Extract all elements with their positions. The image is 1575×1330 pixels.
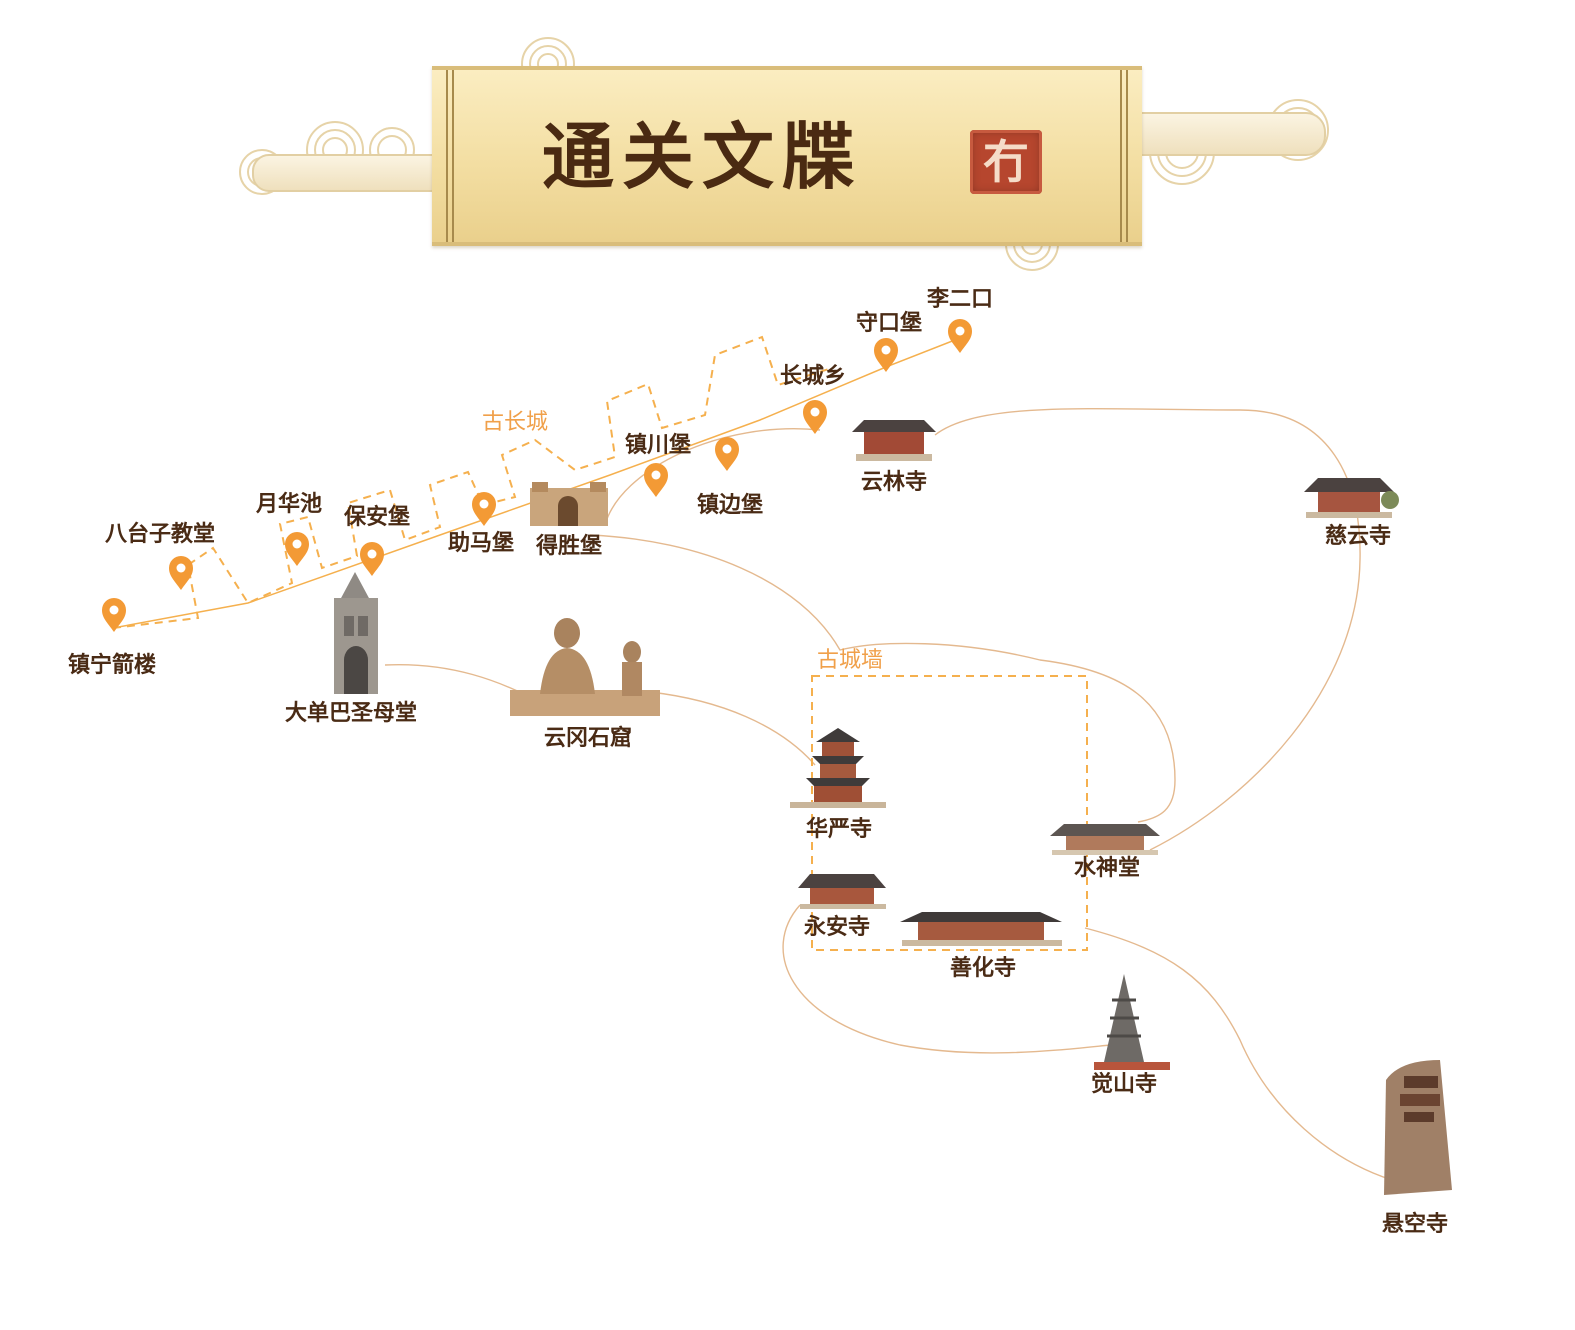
- site-label-shuishen[interactable]: 水神堂: [1073, 856, 1141, 881]
- buddha-statue-icon: [510, 618, 660, 716]
- city-wall-label: 古城墙: [816, 648, 884, 673]
- site-label-desheng[interactable]: 得胜堡: [535, 534, 603, 559]
- site-label-huayan[interactable]: 华严寺: [805, 817, 873, 842]
- tour-connectors: [384, 407, 1393, 1181]
- pagoda-icon: [790, 728, 886, 808]
- temple-hall-icon: [900, 912, 1062, 946]
- seal-stamp: 冇: [970, 130, 1042, 194]
- marker-label-changcheng[interactable]: 长城乡: [779, 364, 847, 389]
- title-banner: 通关文牒 冇: [432, 66, 1142, 246]
- brick-pagoda-icon: [1094, 974, 1170, 1070]
- banner-edge-right: [1120, 70, 1128, 242]
- site-label-dadanba[interactable]: 大单巴圣母堂: [284, 701, 418, 726]
- site-label-ciyun[interactable]: 慈云寺: [1324, 524, 1392, 549]
- temple-hall-icon: [852, 420, 936, 461]
- site-label-xuankong[interactable]: 悬空寺: [1381, 1212, 1449, 1237]
- church-tower-icon: [334, 572, 378, 694]
- marker-label-zhenchuan[interactable]: 镇川堡: [624, 433, 692, 458]
- scroll-rod-right: [1136, 112, 1326, 156]
- marker-label-lierkou[interactable]: 李二口: [926, 287, 994, 312]
- city-wall-boundary: [811, 675, 1088, 951]
- marker-label-yuehua[interactable]: 月华池: [255, 492, 323, 517]
- marker-label-zhenbian[interactable]: 镇边堡: [696, 493, 764, 518]
- fort-gate-icon: [530, 482, 608, 526]
- great-wall-label: 古长城: [481, 410, 549, 435]
- marker-label-baoan[interactable]: 保安堡: [343, 505, 411, 530]
- site-label-yongan[interactable]: 永安寺: [803, 915, 871, 940]
- banner-edge-left: [446, 70, 454, 242]
- marker-label-zhenning[interactable]: 镇宁箭楼: [67, 653, 157, 678]
- banner-title: 通关文牒: [542, 114, 863, 199]
- temple-hall-icon: [798, 874, 886, 909]
- marker-label-zhuma[interactable]: 助马堡: [447, 531, 515, 556]
- cliff-temple-icon: [1384, 1060, 1452, 1195]
- marker-label-shoukou[interactable]: 守口堡: [855, 311, 923, 336]
- marker-label-batai[interactable]: 八台子教堂: [104, 522, 216, 547]
- site-label-shanhua[interactable]: 善化寺: [949, 956, 1017, 981]
- temple-hall-icon: [1304, 478, 1399, 518]
- site-label-yunlin[interactable]: 云林寺: [860, 470, 928, 495]
- temple-hall-icon: [1050, 824, 1160, 855]
- site-label-yungang[interactable]: 云冈石窟: [543, 726, 633, 751]
- site-label-jueshan[interactable]: 觉山寺: [1090, 1072, 1158, 1097]
